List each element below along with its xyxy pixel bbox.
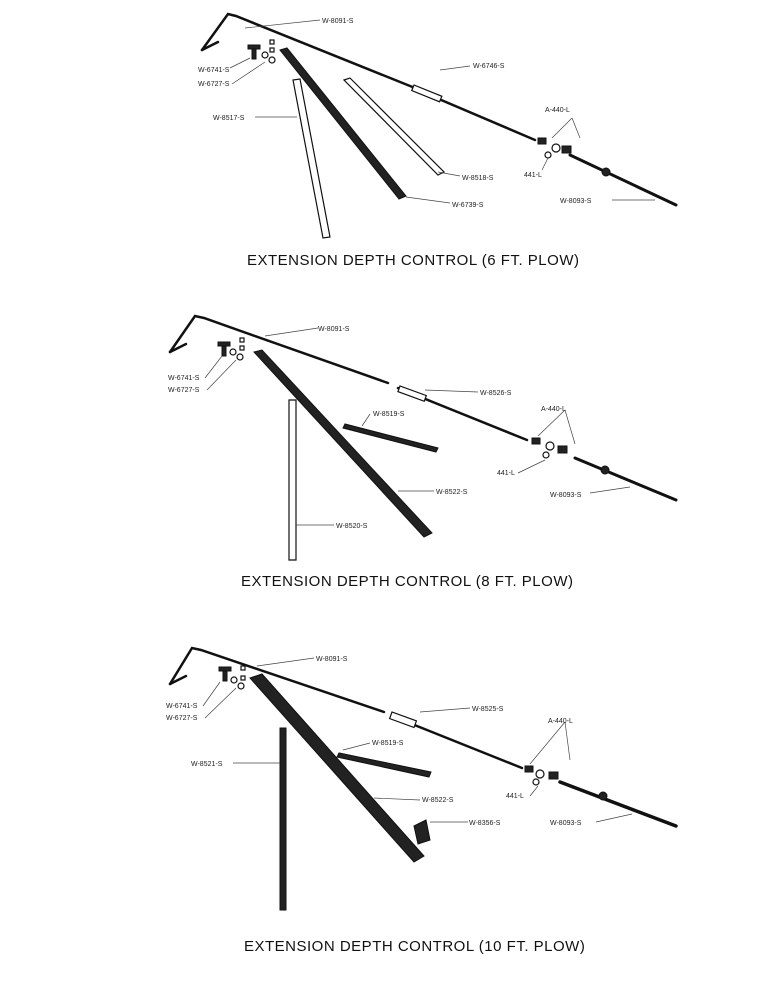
bracket-w8356 bbox=[413, 819, 431, 845]
bar-w8517 bbox=[292, 78, 331, 239]
label-spring: W-8519-S bbox=[373, 411, 405, 418]
rod-w8091 bbox=[200, 12, 417, 90]
bar-w8521 bbox=[279, 727, 287, 911]
rod-w8093 bbox=[568, 153, 678, 207]
label-extension: W-8526-S bbox=[480, 390, 512, 397]
bar-w6739 bbox=[279, 47, 407, 200]
label-bar-dark: W-8522-S bbox=[422, 797, 454, 804]
label-rod-top: W-8091-S bbox=[316, 656, 348, 663]
label-bar-long: W-8521-S bbox=[191, 761, 223, 768]
rod-w8093 bbox=[558, 780, 678, 828]
label-washer: W-6727-S bbox=[198, 81, 230, 88]
label-spring: W-8519-S bbox=[372, 740, 404, 747]
coupler-a440 bbox=[537, 137, 572, 159]
label-rod-top: W-8091-S bbox=[322, 18, 354, 25]
label-bar-dark: W-8522-S bbox=[436, 489, 468, 496]
caption-8ft: EXTENSION DEPTH CONTROL (8 FT. PLOW) bbox=[241, 573, 573, 590]
pin-cluster bbox=[217, 337, 245, 361]
label-coupler-b: 441-L bbox=[524, 172, 542, 179]
spring-w8519 bbox=[336, 752, 432, 778]
spring-w8519 bbox=[342, 423, 439, 453]
diagram-10ft: W-8091-S W-6741-S W-6727-S W-8525-S A-44… bbox=[166, 646, 678, 955]
label-washer: W-6727-S bbox=[166, 715, 198, 722]
coupler-a440 bbox=[524, 765, 559, 786]
caption-6ft: EXTENSION DEPTH CONTROL (6 FT. PLOW) bbox=[247, 252, 579, 269]
label-coupler: A-440-L bbox=[545, 107, 570, 114]
rod-w8093 bbox=[573, 456, 678, 502]
coupler-a440 bbox=[531, 437, 568, 459]
label-coupler: A-440-L bbox=[541, 406, 566, 413]
diagram-8ft: W-8091-S W-6741-S W-6727-S W-8526-S W-85… bbox=[168, 314, 678, 590]
label-rod-end: W-8093-S bbox=[560, 198, 592, 205]
label-pin: W-6741-S bbox=[198, 67, 230, 74]
bar-w8518 bbox=[342, 77, 446, 176]
pin-cluster bbox=[218, 665, 246, 690]
bar-w8520 bbox=[288, 399, 297, 561]
label-pin: W-6741-S bbox=[166, 703, 198, 710]
caption-10ft: EXTENSION DEPTH CONTROL (10 FT. PLOW) bbox=[244, 938, 585, 955]
label-pin: W-6741-S bbox=[168, 375, 200, 382]
label-rod-end: W-8093-S bbox=[550, 492, 582, 499]
diagram-6ft: W-8091-S W-6741-S W-6727-S W-8517-S W-67… bbox=[198, 12, 678, 269]
bar-w8522 bbox=[249, 673, 425, 863]
label-rod-top: W-8091-S bbox=[318, 326, 350, 333]
label-bar-long: W-8520-S bbox=[336, 523, 368, 530]
bar-w8522 bbox=[253, 349, 433, 538]
label-bracket: W-8356-S bbox=[469, 820, 501, 827]
label-washer: W-6727-S bbox=[168, 387, 200, 394]
pin-cluster bbox=[247, 39, 276, 64]
label-coupler: A-440-L bbox=[548, 718, 573, 725]
label-bar-dark: W-6739-S bbox=[452, 202, 484, 209]
label-rod-end: W-8093-S bbox=[550, 820, 582, 827]
rod-w8091 bbox=[168, 646, 386, 714]
rod-w8091 bbox=[168, 314, 390, 385]
label-bar-mid: W-8518-S bbox=[462, 175, 494, 182]
label-coupler-b: 441-L bbox=[497, 470, 515, 477]
label-extension: W-6746-S bbox=[473, 63, 505, 70]
label-coupler-b: 441-L bbox=[506, 793, 524, 800]
label-bar-long: W-8517-S bbox=[213, 115, 245, 122]
label-extension: W-8525-S bbox=[472, 706, 504, 713]
